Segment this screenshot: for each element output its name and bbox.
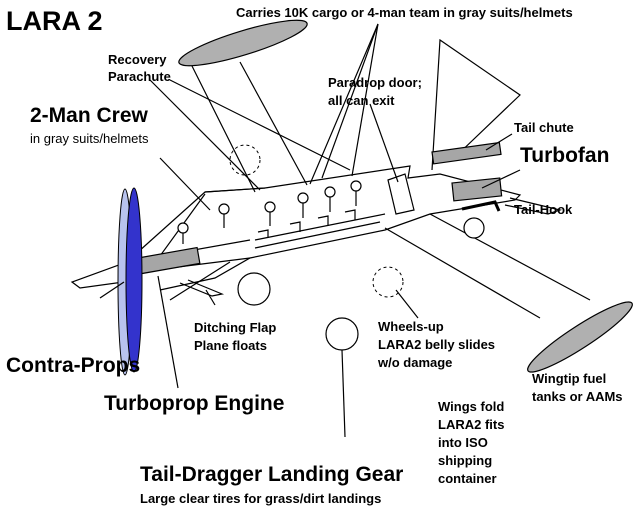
leader-lines [99, 23, 521, 438]
label-tail-chute: Tail chute [514, 120, 574, 135]
label-ditching-1: Ditching Flap [194, 320, 276, 335]
main-wheel-right [325, 317, 359, 351]
label-wings-3: into ISO [438, 435, 488, 450]
horizontal-tail [504, 197, 563, 215]
diagram-title: LARA 2 [6, 6, 103, 36]
contra-prop-front [125, 187, 143, 373]
canopy [159, 193, 251, 257]
tail-wheel [463, 217, 485, 239]
label-paradrop-2: all can exit [328, 93, 395, 108]
label-crew-sub: in gray suits/helmets [30, 131, 149, 146]
tail-hook [461, 200, 501, 212]
label-wings-4: shipping [438, 453, 492, 468]
lower-wing-right [384, 213, 591, 319]
vertical-tail [431, 38, 521, 171]
paradrop-door [387, 173, 415, 215]
label-wings-5: container [438, 471, 497, 486]
tail-chute-pack [431, 141, 502, 165]
label-wingtip-2: tanks or AAMs [532, 389, 623, 404]
label-wheels-1: Wheels-up [378, 319, 444, 334]
label-turbofan: Turbofan [520, 144, 609, 167]
lower-wing-left [70, 257, 139, 289]
label-contra-props: Contra-Props [6, 354, 140, 377]
label-wings-1: Wings fold [438, 399, 504, 414]
label-wingtip-1: Wingtip fuel [532, 371, 606, 386]
upper-wing [189, 61, 308, 193]
label-cargo: Carries 10K cargo or 4-man team in gray … [236, 5, 573, 20]
label-gear: Tail-Dragger Landing Gear [140, 463, 403, 486]
cabin-floor [254, 213, 386, 249]
label-gear-sub: Large clear tires for grass/dirt landing… [140, 491, 381, 506]
turbofan-engine [451, 177, 503, 202]
label-wheels-3: w/o damage [377, 355, 452, 370]
label-turboprop: Turboprop Engine [104, 392, 284, 415]
label-wings-2: LARA2 fits [438, 417, 504, 432]
main-wheel-left [237, 272, 271, 306]
label-crew: 2-Man Crew [30, 104, 149, 127]
label-wheels-2: LARA2 belly slides [378, 337, 495, 352]
label-tail-hook: Tail-Hook [514, 202, 573, 217]
team-figures [257, 180, 362, 238]
recovery-chute-stowed [229, 144, 261, 176]
label-ditching-2: Plane floats [194, 338, 267, 353]
fuselage-spine [204, 187, 266, 193]
turboprop-engine [137, 246, 201, 275]
crew-figures [177, 203, 230, 244]
ditching-flap [179, 279, 225, 297]
wheel-retracted [372, 266, 404, 298]
wingtip-tank-bottom [527, 301, 633, 373]
label-recovery-2: Parachute [108, 69, 171, 84]
label-paradrop-1: Paradrop door; [328, 75, 422, 90]
label-recovery-1: Recovery [108, 52, 167, 67]
wingtip-tank-top [178, 19, 308, 67]
